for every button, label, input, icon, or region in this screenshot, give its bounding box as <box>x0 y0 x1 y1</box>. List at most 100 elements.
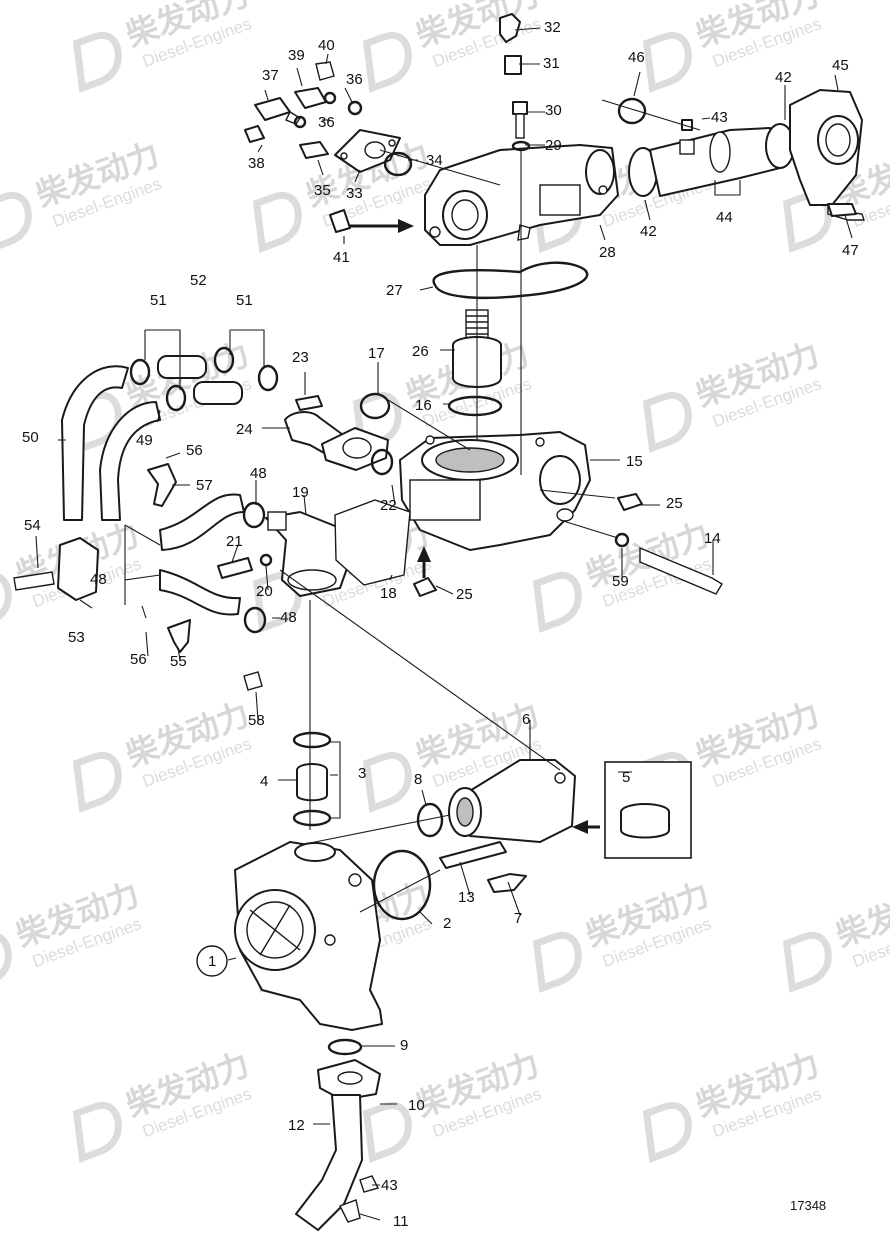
water-pump-1 <box>234 841 383 1031</box>
callout-label-4: 4 <box>260 773 268 790</box>
bolt-23 <box>295 395 323 411</box>
callout-label-19: 19 <box>292 484 309 501</box>
seal-stack-3 <box>292 731 332 827</box>
top-bolt-stack <box>499 13 531 152</box>
callout-label-44: 44 <box>716 209 733 226</box>
bracket-55 <box>167 619 191 653</box>
callout-label-58: 58 <box>248 712 265 729</box>
callout-label-48: 48 <box>280 609 297 626</box>
callout-label-10: 10 <box>408 1097 425 1114</box>
callout-label-35: 35 <box>314 182 331 199</box>
callout-label-8: 8 <box>414 771 422 788</box>
callout-label-30: 30 <box>545 102 562 119</box>
callout-label-3: 3 <box>358 765 366 782</box>
watermark-logo <box>362 32 412 93</box>
callout-label-43: 43 <box>381 1177 398 1194</box>
callout-label-32: 32 <box>544 19 561 36</box>
flange-33 <box>334 129 401 173</box>
ring-48-b <box>243 606 267 634</box>
watermark-logo <box>72 752 122 813</box>
callout-label-25: 25 <box>456 586 473 603</box>
callout-label-36: 36 <box>318 114 335 131</box>
watermark-logo <box>72 1102 122 1163</box>
watermark-logo <box>0 572 12 633</box>
callout-label-1: 1 <box>208 953 216 970</box>
gasket-34 <box>383 151 413 177</box>
pointer-arrows <box>350 219 600 834</box>
callout-label-23: 23 <box>292 349 309 366</box>
callout-label-13: 13 <box>458 889 475 906</box>
callout-label-37: 37 <box>262 67 279 84</box>
callout-leaders <box>35 27 853 1221</box>
bypass-pipe-44 <box>617 97 795 197</box>
callout-label-59: 59 <box>612 573 629 590</box>
o-ring-8 <box>416 802 444 838</box>
bracket-57 <box>147 463 177 507</box>
watermark-logo <box>642 392 692 453</box>
callout-label-21: 21 <box>226 533 243 550</box>
callout-label-48: 48 <box>250 465 267 482</box>
callout-label-25: 25 <box>666 495 683 512</box>
callout-label-6: 6 <box>522 711 530 728</box>
callout-label-48: 48 <box>90 571 107 588</box>
callout-label-27: 27 <box>386 282 403 299</box>
callout-circle <box>196 945 228 977</box>
watermark-logo <box>252 192 302 253</box>
callout-label-38: 38 <box>248 155 265 172</box>
callout-label-40: 40 <box>318 37 335 54</box>
callout-label-15: 15 <box>626 453 643 470</box>
watermark-logo <box>642 1102 692 1163</box>
assembly-lines <box>124 99 741 913</box>
union-45 <box>789 89 865 221</box>
callout-label-55: 55 <box>170 653 187 670</box>
callout-label-34: 34 <box>426 152 443 169</box>
watermark-logo <box>362 1102 412 1163</box>
callout-label-39: 39 <box>288 47 305 64</box>
callout-label-54: 54 <box>24 517 41 534</box>
o-ring-2 <box>372 849 432 921</box>
callout-label-11: 11 <box>393 1213 409 1230</box>
callout-label-53: 53 <box>68 629 85 646</box>
callout-label-42: 42 <box>775 69 792 86</box>
o-ring-17 <box>359 392 391 420</box>
nut-25-right <box>617 493 643 511</box>
callout-label-7: 7 <box>514 910 522 927</box>
callout-label-56: 56 <box>186 442 203 459</box>
sensor-group-top-left <box>244 61 363 159</box>
callout-label-47: 47 <box>842 242 859 259</box>
callout-label-24: 24 <box>236 421 253 438</box>
watermark-logo <box>362 752 412 813</box>
seal-16 <box>447 395 503 417</box>
elbow-24 <box>284 411 394 476</box>
callout-label-56: 56 <box>130 651 147 668</box>
callout-label-26: 26 <box>412 343 429 360</box>
callout-label-31: 31 <box>543 55 560 72</box>
bolt-47 <box>827 203 857 217</box>
callout-label-52: 52 <box>190 272 207 289</box>
callout-label-57: 57 <box>196 477 213 494</box>
callout-label-20: 20 <box>256 583 273 600</box>
bolt-14 <box>639 546 723 595</box>
callout-label-36: 36 <box>346 71 363 88</box>
callout-label-49: 49 <box>136 432 153 449</box>
callout-label-33: 33 <box>346 185 363 202</box>
ring-48-a <box>242 501 266 529</box>
callout-label-29: 29 <box>545 137 562 154</box>
callout-label-28: 28 <box>599 244 616 261</box>
watermark-logo <box>72 392 122 453</box>
washer-20 <box>259 553 273 567</box>
outlet-pipe-12 <box>295 1038 381 1231</box>
callout-label-14: 14 <box>704 530 721 547</box>
